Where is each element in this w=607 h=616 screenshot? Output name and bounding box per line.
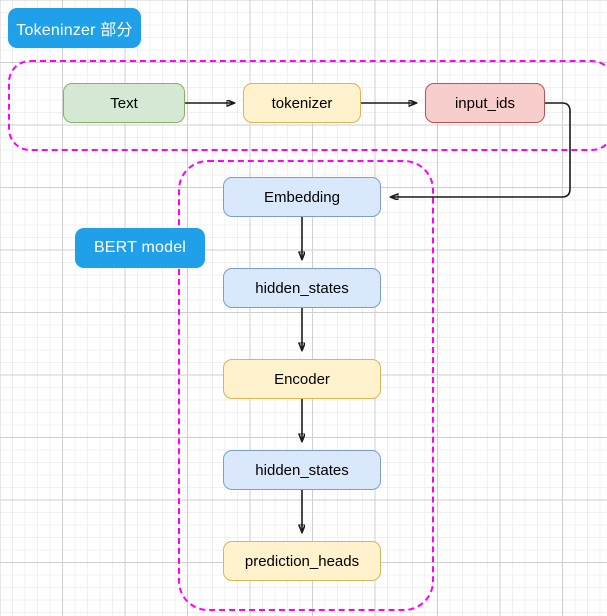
node-hidden-states-2[interactable]: hidden_states [223,450,381,490]
group-region-tokenizer [8,60,607,151]
group-region-bert-model [178,160,434,611]
node-tokenizer[interactable]: tokenizer [243,83,361,123]
node-hidden-states-1[interactable]: hidden_states [223,268,381,308]
label-bert-model[interactable]: BERT model [75,228,205,268]
label-tokenizer-section[interactable]: Tokeninzer 部分 [8,8,141,48]
node-embedding[interactable]: Embedding [223,177,381,217]
node-prediction-heads[interactable]: prediction_heads [223,541,381,581]
node-text[interactable]: Text [63,83,185,123]
node-encoder[interactable]: Encoder [223,359,381,399]
node-input-ids[interactable]: input_ids [425,83,545,123]
